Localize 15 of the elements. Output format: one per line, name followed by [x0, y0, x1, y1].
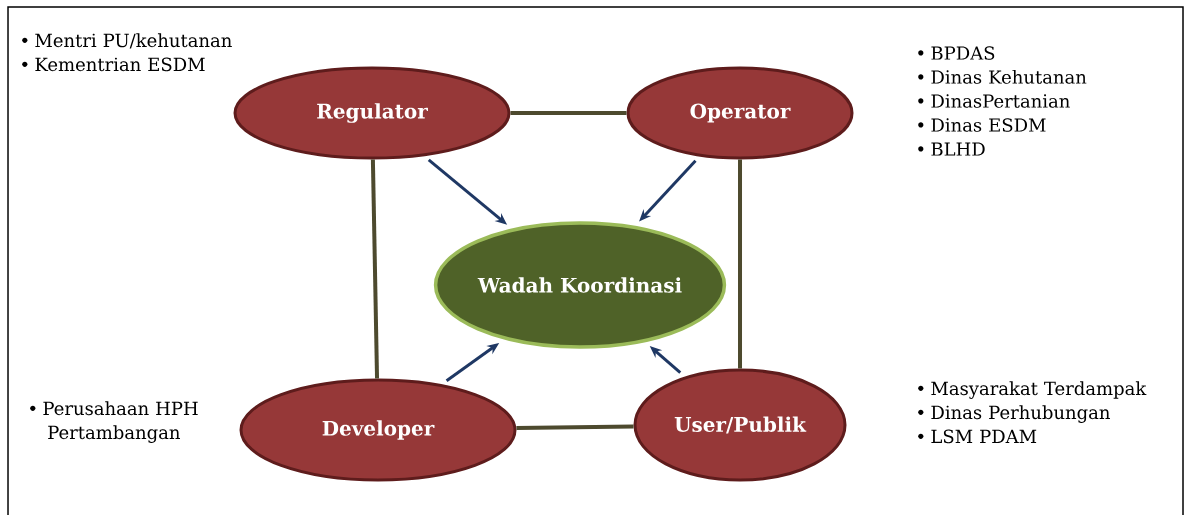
connector-line	[370, 159, 380, 379]
bullet-item: LSM PDAM	[918, 429, 1037, 444]
bullet-item: Dinas Perhubungan	[918, 405, 1110, 423]
bullet-item: Masyarakat Terdampak	[918, 381, 1147, 399]
bullet-item: BPDAS	[918, 46, 995, 60]
bullet-item: DinasPertanian	[918, 94, 1070, 108]
bullet-item: Perusahaan HPH Pertambangan	[30, 401, 198, 443]
connector-line	[516, 424, 634, 431]
bullet-item: Dinas ESDM	[918, 118, 1046, 132]
bullet-item: Dinas Kehutanan	[918, 69, 1087, 84]
bullet-item: Mentri PU/kehutanan	[22, 33, 232, 49]
bullet-item: Kementrian ESDM	[22, 57, 205, 72]
connector-line	[510, 111, 627, 115]
bullet-item: BLHD	[918, 142, 985, 156]
connector-line	[738, 159, 742, 369]
